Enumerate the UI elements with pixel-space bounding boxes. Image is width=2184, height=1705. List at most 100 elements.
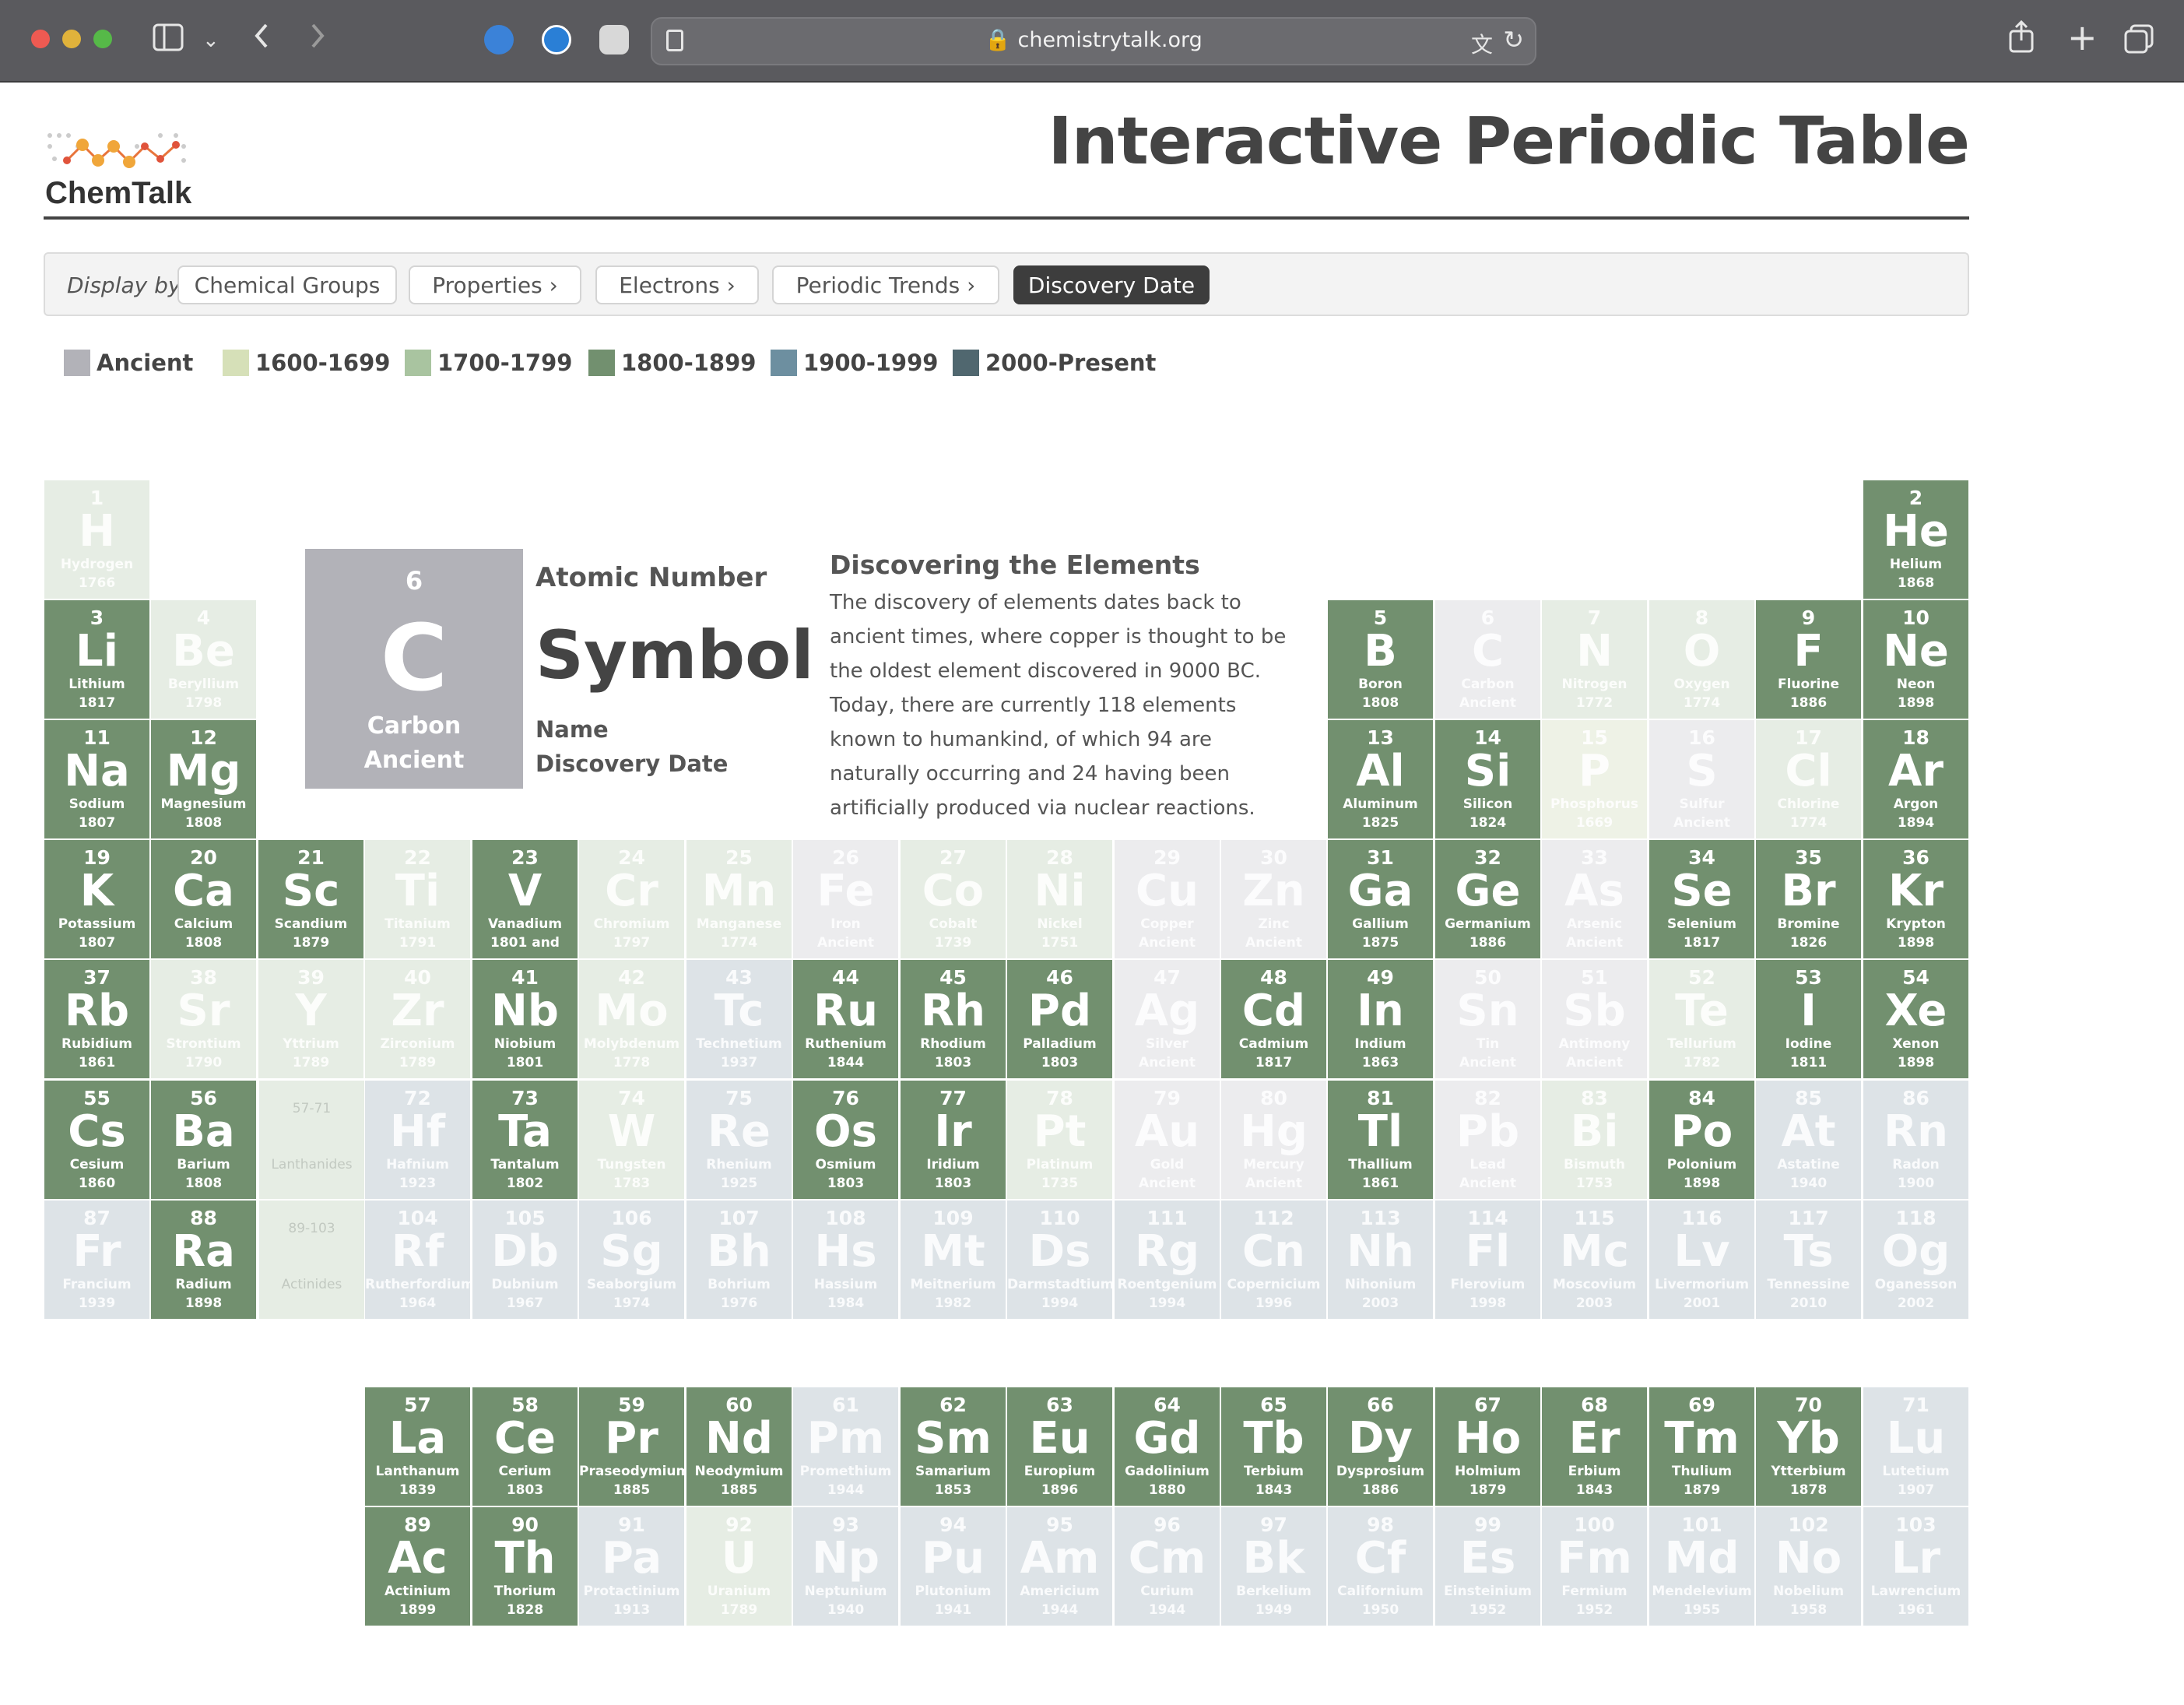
lanthanides-placeholder[interactable]: 57-71 Lanthanides xyxy=(259,1081,364,1199)
back-arrow-icon[interactable] xyxy=(252,20,271,57)
reload-icon[interactable]: ↻ xyxy=(1503,25,1524,54)
address-bar[interactable]: 🔒 chemistrytalk.org 文 ↻ xyxy=(651,17,1536,65)
sidebar-icon[interactable] xyxy=(153,23,184,57)
extension-compass-icon[interactable] xyxy=(542,25,571,54)
reader-icon[interactable] xyxy=(666,30,683,51)
translate-icon[interactable]: 文 xyxy=(1470,32,1493,58)
discovery-date-button[interactable]: Discovery Date xyxy=(1013,265,1210,304)
share-icon[interactable] xyxy=(2008,19,2035,58)
close-window-button[interactable] xyxy=(31,30,50,48)
forward-arrow-icon[interactable] xyxy=(308,20,327,57)
periodic-trends-button[interactable]: Periodic Trends › xyxy=(772,265,999,304)
actinides-placeholder[interactable]: 89-103 Actinides xyxy=(259,1201,364,1319)
minimize-window-button[interactable] xyxy=(62,30,81,48)
